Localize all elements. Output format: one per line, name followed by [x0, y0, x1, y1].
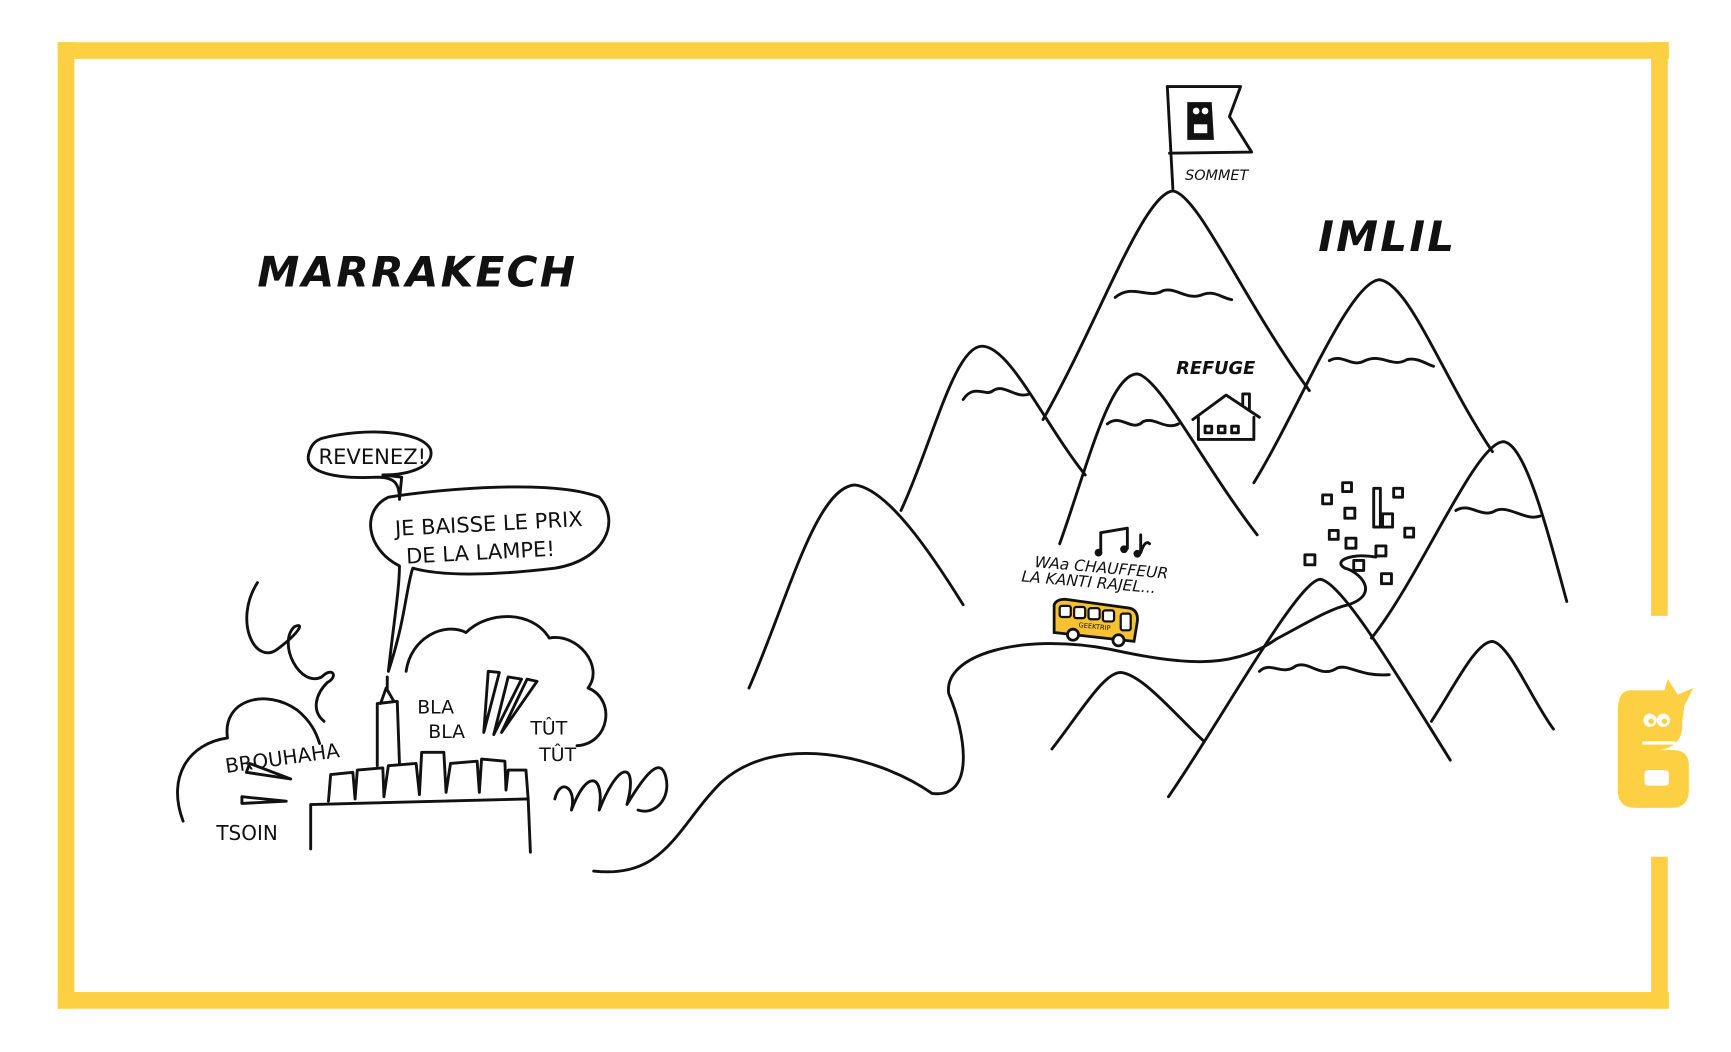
brouhaha: BROUHAHA: [224, 738, 342, 778]
mountains: [592, 85, 1569, 874]
marrakech-city: [176, 430, 669, 854]
tut-1: TÛT: [529, 716, 567, 740]
imlil-title: IMLIL: [1318, 212, 1456, 261]
music-notes-icon: [1094, 545, 1142, 558]
bla-2: BLA: [428, 721, 465, 743]
bubble-revenez: REVENEZ!: [318, 444, 426, 469]
bla-1: BLA: [417, 697, 454, 719]
marrakech-title: MARRAKECH: [257, 247, 577, 296]
bubble-lamp-line1: JE BAISSE LE PRIX: [392, 506, 583, 541]
bubble-lamp-line2: DE LA LAMPE!: [405, 536, 555, 569]
tut-2: TÛT: [538, 742, 576, 766]
summit-label: SOMMET: [1185, 168, 1249, 184]
tsoin: TSOIN: [215, 821, 277, 845]
bus-icon: GEEKTRIP: [1052, 597, 1139, 648]
bus-text: GEEKTRIP: [1078, 621, 1111, 632]
yellow-frame: [57, 42, 1669, 1009]
flag-logo-icon: [1187, 102, 1214, 140]
refuge-label: REFUGE: [1176, 359, 1255, 379]
geektrip-logo-icon: [1617, 679, 1694, 808]
